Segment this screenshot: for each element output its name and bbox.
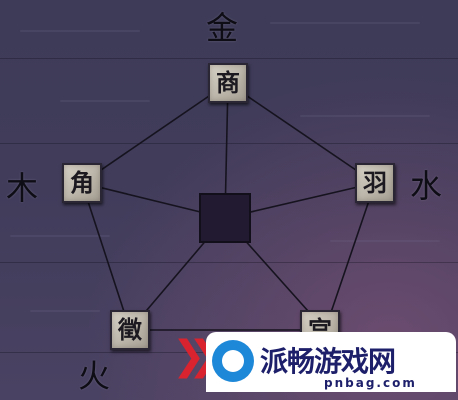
tile-jiao-label: 角 xyxy=(70,168,94,197)
plank-seam xyxy=(0,262,458,263)
site-watermark: ❯ ❯ 派畅游戏网 pnbag.com xyxy=(168,330,458,400)
plank-seam xyxy=(0,58,458,59)
red-arrow-icon: ❯ xyxy=(172,333,206,379)
tile-jiao[interactable]: 角 xyxy=(62,163,102,203)
wood-grain xyxy=(10,235,110,237)
wood-grain xyxy=(300,115,430,117)
element-wood-label: 木 xyxy=(6,169,39,207)
center-empty-slot[interactable] xyxy=(199,193,251,243)
watermark-title: 派畅游戏网 xyxy=(260,345,396,378)
tile-shang[interactable]: 商 xyxy=(208,63,248,103)
site-logo-icon xyxy=(212,340,254,382)
wood-grain xyxy=(20,30,140,32)
tile-zhi[interactable]: 徵 xyxy=(110,310,150,350)
wood-grain xyxy=(30,310,100,312)
tile-yu-label: 羽 xyxy=(363,168,387,197)
wood-grain xyxy=(330,240,440,242)
tile-zhi-label: 徵 xyxy=(118,315,142,344)
element-metal-label: 金 xyxy=(206,9,239,47)
element-fire-label: 火 xyxy=(78,357,111,395)
wood-grain xyxy=(270,22,420,24)
plank-seam xyxy=(0,143,458,144)
tile-shang-label: 商 xyxy=(216,68,240,97)
wood-grain xyxy=(60,100,150,102)
watermark-banner: 派畅游戏网 pnbag.com xyxy=(206,332,456,392)
tile-yu[interactable]: 羽 xyxy=(355,163,395,203)
element-water-label: 水 xyxy=(410,167,443,205)
watermark-domain: pnbag.com xyxy=(324,376,417,390)
